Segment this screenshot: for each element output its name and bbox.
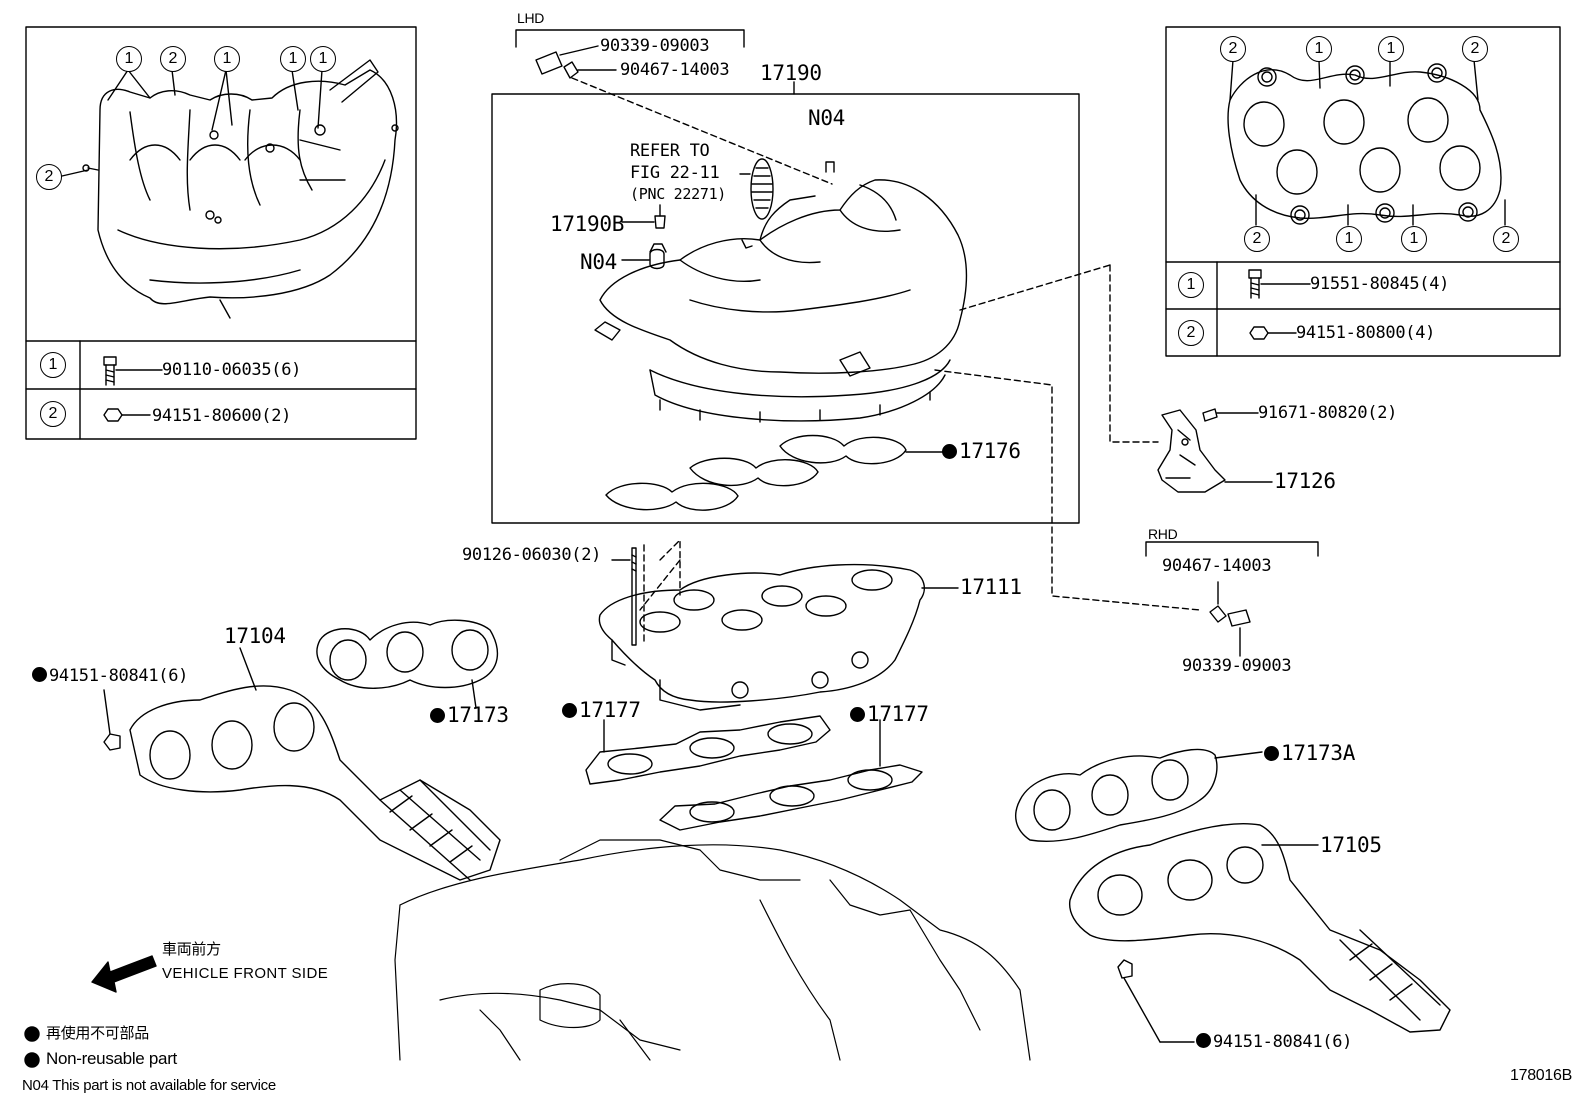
non-reusable-icon — [32, 667, 47, 682]
right-table-part: 94151-80800(4) — [1296, 323, 1436, 343]
left-exhaust-part-17104: 17104 — [224, 624, 286, 648]
left-callout: 2 — [160, 46, 186, 72]
rhd-bracket — [1145, 541, 1319, 657]
left-table-part: 94151-80600(2) — [152, 406, 292, 426]
right-callout: 2 — [1244, 226, 1270, 252]
left-table-index: 2 — [40, 401, 66, 427]
right-callout: 1 — [1378, 36, 1404, 62]
diagram-id: 178016B — [1510, 1067, 1572, 1084]
legend-dots — [24, 1026, 40, 1068]
right-exhaust-nut-label: 94151-80841(6) — [1196, 1033, 1352, 1051]
right-callout: 2 — [1220, 36, 1246, 62]
lhd-bracket — [515, 29, 745, 79]
rhd-pipe-part: 90339-09003 — [1182, 656, 1292, 676]
left-table-index: 1 — [40, 352, 66, 378]
non-reusable-icon — [942, 444, 957, 459]
intake-manifold-drawing — [594, 161, 968, 423]
gasket-17173a-label: 17173A — [1264, 743, 1355, 764]
right-callout: 2 — [1493, 226, 1519, 252]
refer-line-2: FIG 22-11 — [630, 163, 720, 183]
bolt-icon — [103, 356, 163, 386]
plenum-17111 — [598, 547, 959, 711]
valve-17190B — [621, 204, 666, 270]
dashed-leaders — [571, 77, 1201, 643]
right-callout: 1 — [1401, 226, 1427, 252]
left-callout: 2 — [36, 164, 62, 190]
right-inset-gasket-drawing — [1227, 59, 1506, 226]
stud-part: 90126-06030(2) — [462, 545, 602, 565]
non-reusable-icon — [850, 707, 865, 722]
left-callout: 1 — [116, 46, 142, 72]
gasket-17176-label: 17176 — [942, 441, 1021, 462]
nut-icon — [1249, 326, 1297, 340]
intake-manifold-frame — [491, 81, 1080, 524]
bracket-bolt-part: 91671-80820(2) — [1258, 403, 1398, 423]
n04-top-label: N04 — [808, 106, 846, 130]
left-table-part: 90110-06035(6) — [162, 360, 302, 380]
vehicle-front-arrow-icon — [91, 955, 157, 993]
right-exhaust-part-17105: 17105 — [1320, 833, 1382, 857]
right-callout: 2 — [1462, 36, 1488, 62]
lhd-clip-part: 90467-14003 — [620, 60, 730, 80]
gasket-17177-left-label: 17177 — [562, 700, 641, 721]
left-callout: 1 — [310, 46, 336, 72]
right-callout: 1 — [1336, 226, 1362, 252]
bracket-part-17126: 17126 — [1274, 469, 1336, 493]
gaskets-17177 — [585, 715, 923, 831]
direction-label-jp: 車両前方 — [162, 941, 221, 958]
plenum-part-17111: 17111 — [960, 575, 1022, 599]
refer-line-1: REFER TO — [630, 141, 710, 161]
non-reusable-icon — [1264, 746, 1279, 761]
right-inset-frame — [1165, 26, 1561, 357]
engine-block-outline — [394, 839, 1031, 1061]
n04-note: N04 This part is not available for servi… — [22, 1077, 276, 1094]
part-17190b-label: 17190B — [550, 212, 625, 236]
gasket-17177-right-label: 17177 — [850, 704, 929, 725]
right-exhaust-manifold — [1068, 823, 1451, 1043]
right-table-index: 1 — [1178, 272, 1204, 298]
rhd-label: RHD — [1148, 526, 1178, 542]
non-reusable-icon — [562, 703, 577, 718]
bracket-17126 — [1157, 408, 1273, 493]
intake-manifold-number: 17190 — [760, 61, 822, 85]
right-callout: 1 — [1306, 36, 1332, 62]
gasket-17173-label: 17173 — [430, 705, 509, 726]
left-callout: 1 — [214, 46, 240, 72]
gasket-17176 — [605, 434, 945, 511]
non-reusable-icon — [430, 708, 445, 723]
left-exhaust-manifold — [103, 647, 501, 881]
gasket-17173 — [316, 619, 499, 709]
nut-icon — [103, 408, 151, 422]
nonreusable-label-en: Non-reusable part — [46, 1049, 177, 1068]
gasket-17173A — [1014, 748, 1263, 843]
left-callout: 1 — [280, 46, 306, 72]
lhd-pipe-part: 90339-09003 — [600, 36, 710, 56]
bolt-icon — [1248, 269, 1311, 299]
non-reusable-icon — [1196, 1033, 1211, 1048]
right-table-part: 91551-80845(4) — [1310, 274, 1450, 294]
nonreusable-label-jp: 再使用不可部品 — [46, 1025, 149, 1042]
direction-label-en: VEHICLE FRONT SIDE — [162, 965, 329, 982]
refer-line-3: (PNC 22271) — [630, 185, 727, 203]
left-inset-manifold-drawing — [61, 59, 399, 319]
n04-mid-label: N04 — [580, 250, 618, 274]
left-inset-frame — [25, 26, 417, 440]
right-table-index: 2 — [1178, 320, 1204, 346]
filter-screen — [739, 158, 774, 220]
left-exhaust-nut-label: 94151-80841(6) — [32, 667, 188, 685]
lhd-label: LHD — [517, 10, 545, 26]
rhd-clip-part: 90467-14003 — [1162, 556, 1272, 576]
